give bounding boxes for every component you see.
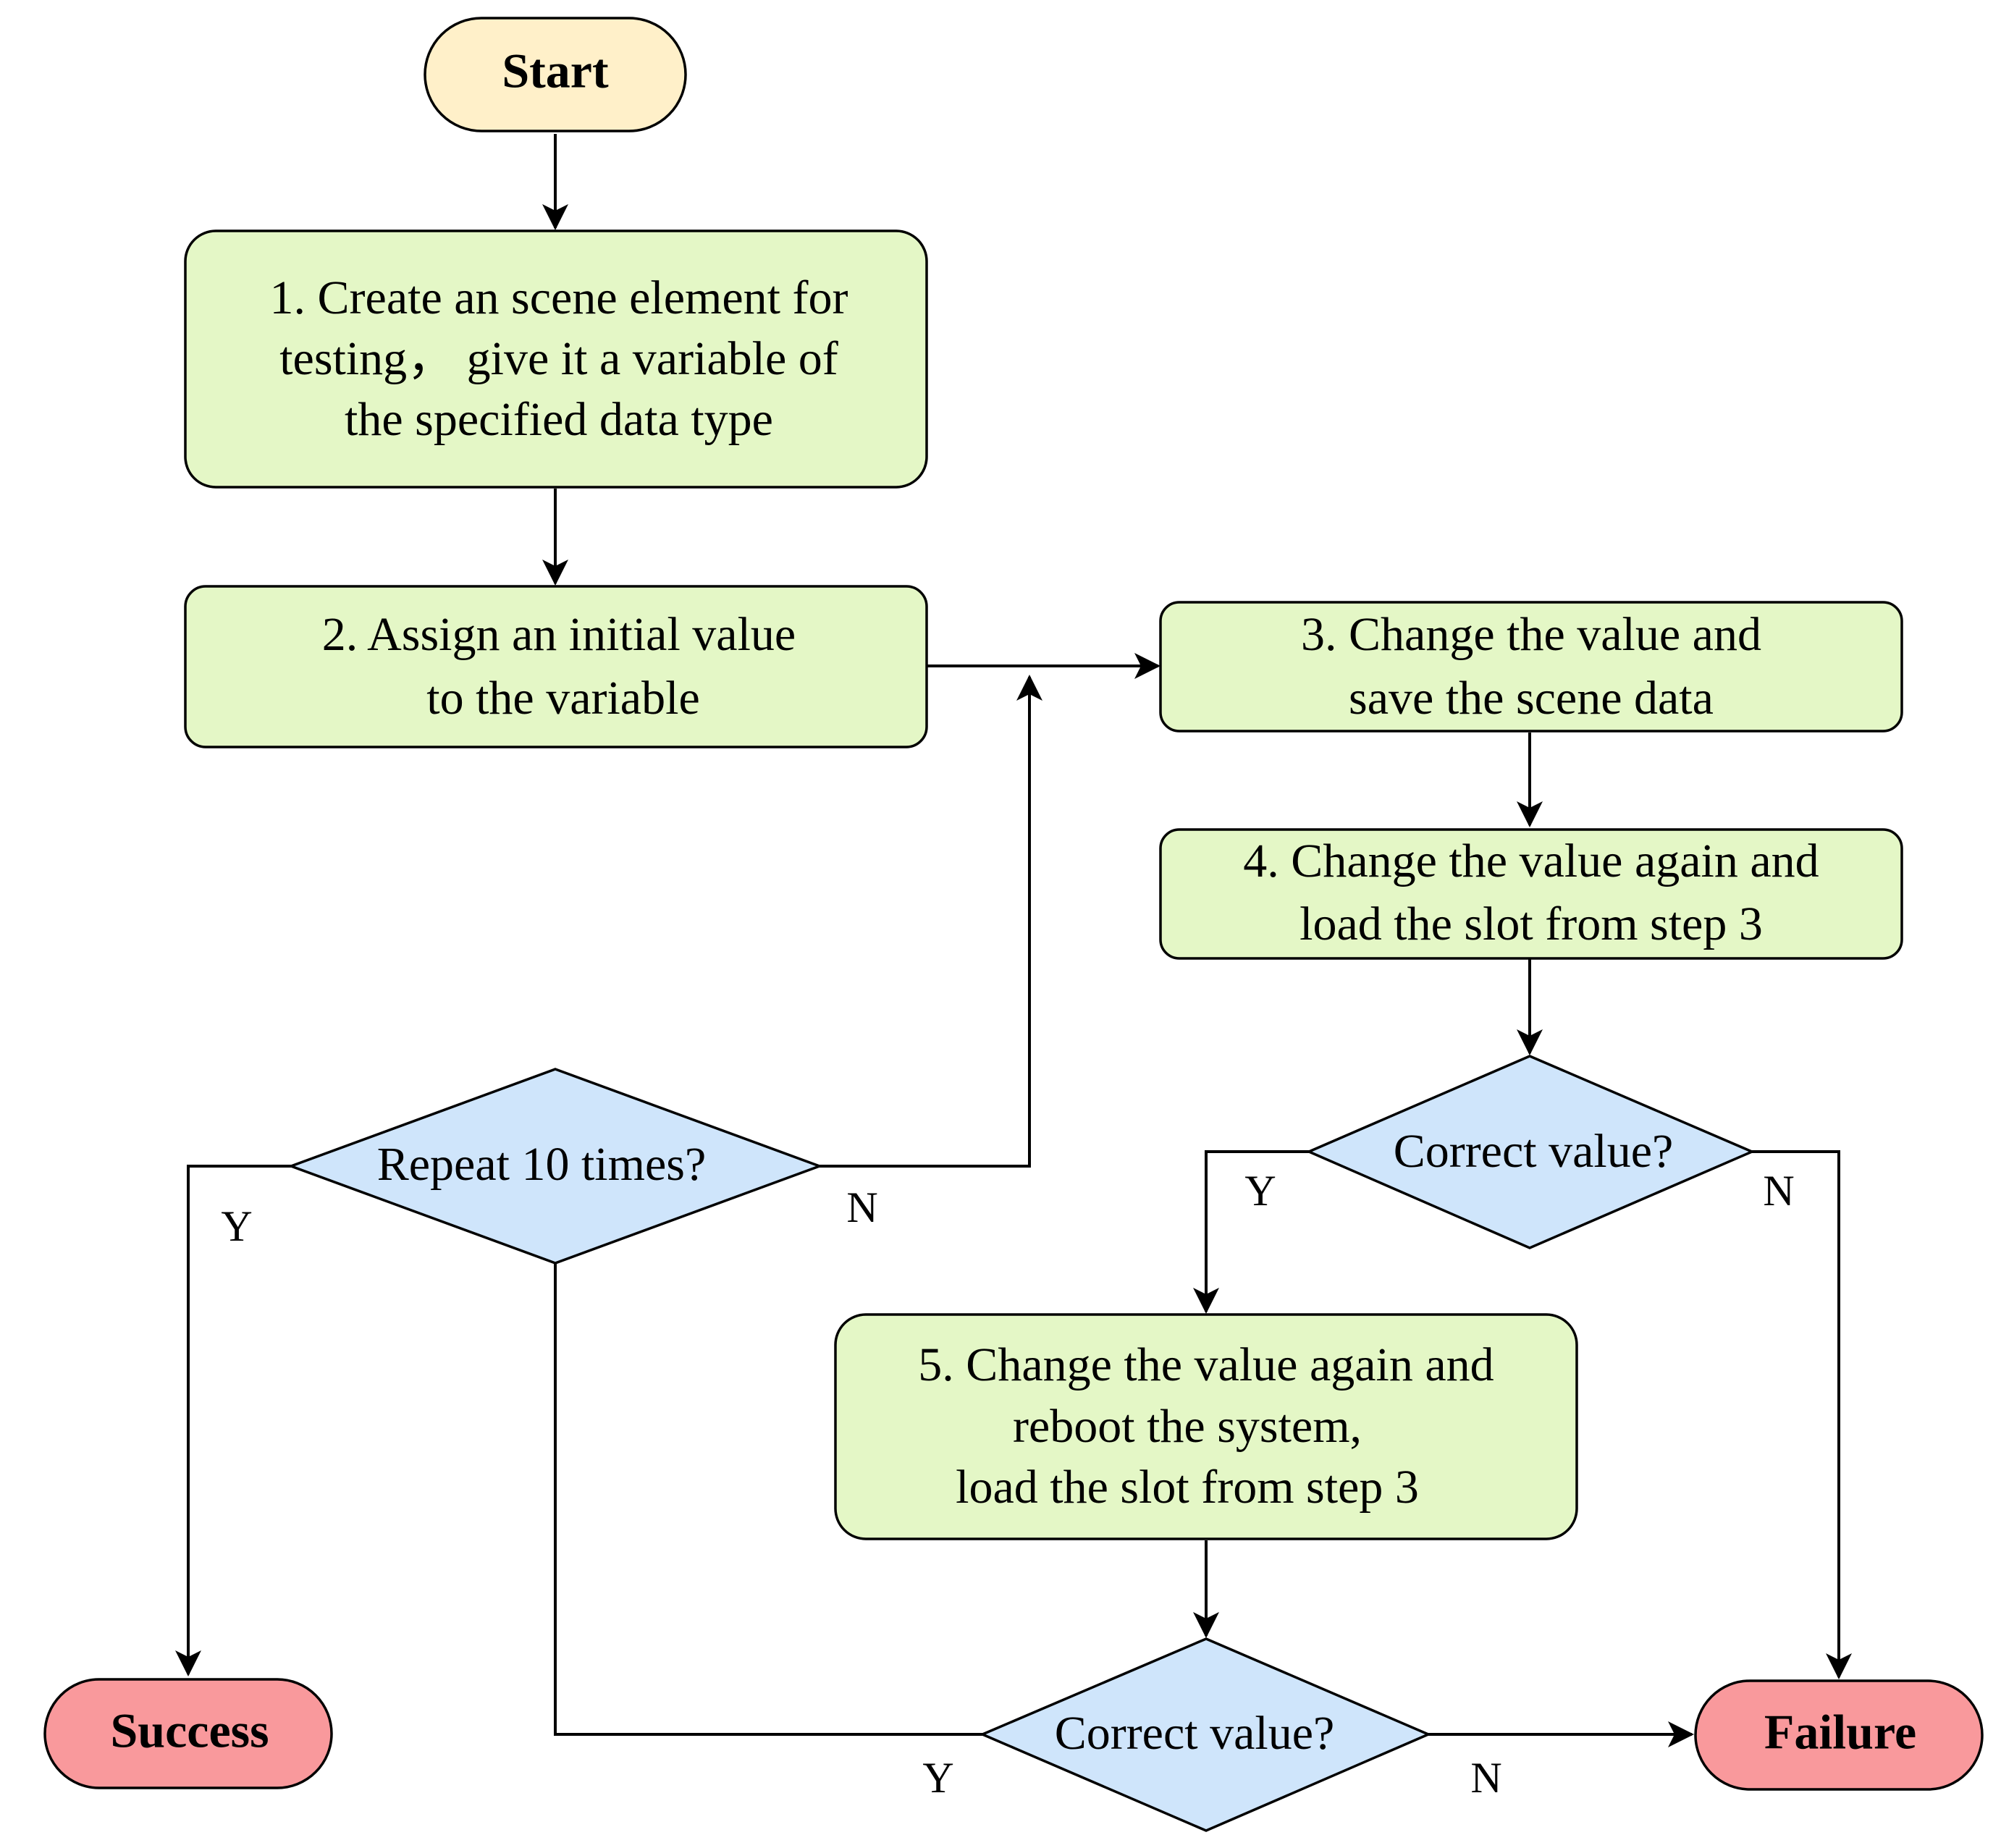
repeat-decision-node: Repeat 10 times? — [287, 1068, 824, 1265]
failure-node: Failure — [1694, 1679, 1984, 1791]
start-node: Start — [424, 17, 687, 132]
step1-line-3: the specified data type — [345, 393, 773, 446]
success-label: Success — [110, 1703, 269, 1758]
edge-check2-yes-to-repeat — [554, 1263, 982, 1736]
step5-line-3: load the slot from step 3 — [956, 1461, 1419, 1514]
step2-process-shape — [184, 585, 928, 748]
step3-process-shape — [1159, 601, 1903, 733]
step3-node: 3. Change the value and save the scene d… — [1159, 601, 1903, 733]
step4-node: 4. Change the value again and load the s… — [1159, 828, 1903, 960]
repeat-decision-label: Repeat 10 times? — [377, 1138, 707, 1191]
step1-node: 1. Create an scene element for testing， … — [184, 229, 928, 489]
step2-line-1: 2. Assign an initial value — [322, 608, 796, 661]
repeat-decision-shape — [287, 1068, 824, 1265]
failure-label: Failure — [1764, 1705, 1916, 1760]
step3-line-1: 3. Change the value and — [1301, 608, 1761, 661]
check2-decision-node: Correct value? — [979, 1637, 1432, 1832]
step1-line-1: 1. Create an scene element for — [270, 271, 848, 324]
edge-labels: Y N Y N Y N — [221, 1167, 1794, 1802]
step1-process-shape — [184, 229, 928, 489]
step1-line-2: testing， give it a variable of — [279, 332, 838, 385]
success-node: Success — [43, 1678, 333, 1789]
check1-decision-label: Correct value? — [1394, 1125, 1674, 1178]
success-terminal-shape — [43, 1678, 333, 1789]
start-label: Start — [502, 43, 609, 98]
check1-decision-shape — [1305, 1055, 1756, 1249]
step5-node: 5. Change the value again and reboot the… — [834, 1313, 1578, 1540]
edge-check1-no-to-failure — [1752, 1150, 1852, 1679]
check1-decision-node: Correct value? — [1305, 1055, 1756, 1249]
step2-node: 2. Assign an initial value to the variab… — [184, 585, 928, 748]
check2-no-label: N — [1470, 1754, 1501, 1802]
edge-check1-yes-to-step5 — [1193, 1150, 1309, 1314]
start-terminal-shape — [424, 17, 687, 132]
check1-yes-label: Y — [1244, 1167, 1276, 1215]
edges — [175, 134, 1852, 1747]
repeat-no-label: N — [846, 1184, 877, 1231]
edge-repeat-no-to-step3 — [820, 675, 1042, 1168]
step2-line-2: to the variable — [426, 672, 700, 725]
check2-decision-label: Correct value? — [1055, 1707, 1335, 1760]
step5-line-1: 5. Change the value again and — [918, 1338, 1494, 1391]
step4-line-1: 4. Change the value again and — [1243, 835, 1819, 887]
step5-process-shape — [834, 1313, 1578, 1540]
check1-no-label: N — [1763, 1167, 1794, 1215]
step5-line-2: reboot the system, — [1013, 1400, 1362, 1453]
step4-process-shape — [1159, 828, 1903, 960]
step3-line-2: save the scene data — [1349, 672, 1714, 725]
step4-line-2: load the slot from step 3 — [1299, 898, 1763, 950]
check2-yes-label: Y — [922, 1754, 953, 1802]
check2-decision-shape — [979, 1637, 1432, 1832]
edge-repeat-yes-to-success — [175, 1165, 291, 1676]
failure-terminal-shape — [1694, 1679, 1984, 1791]
repeat-yes-label: Y — [221, 1202, 252, 1250]
